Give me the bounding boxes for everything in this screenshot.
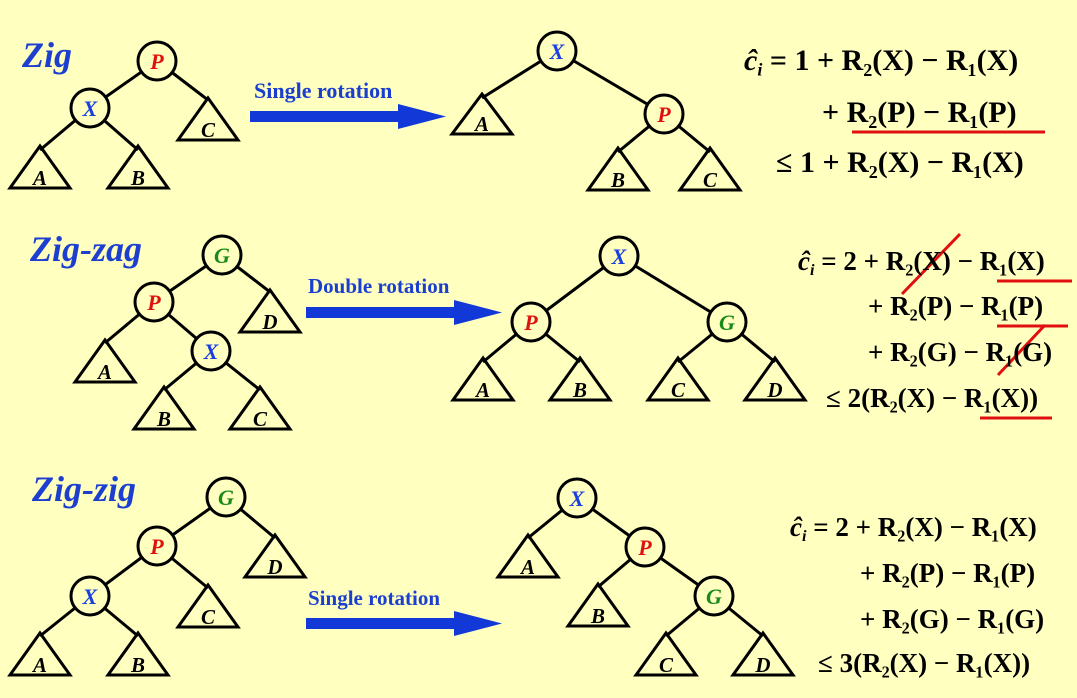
svg-text:A: A (474, 378, 490, 402)
svg-text:D: D (754, 653, 770, 677)
zigzig-arrow (306, 611, 502, 636)
svg-text:X: X (611, 244, 628, 269)
zigzig-equation-line-3: + R₂(G) − R₁(G) (860, 604, 1045, 634)
svg-text:B: B (610, 168, 625, 192)
zigzag-cancel-marks (900, 232, 1072, 420)
svg-text:P: P (523, 310, 538, 335)
zig-before-child-label: X (82, 96, 99, 121)
svg-text:G: G (706, 584, 722, 609)
svg-text:C: C (253, 407, 268, 431)
zig-arrow-label: Single rotation (254, 78, 393, 103)
svg-text:B: B (130, 653, 145, 677)
svg-text:A: A (31, 653, 47, 677)
zigzig-before-tree: G P X A B C D (7, 476, 308, 677)
zigzig-arrow-label: Single rotation (308, 586, 441, 610)
zig-after-tree: X P A B C (449, 30, 743, 192)
svg-text:B: B (572, 378, 587, 402)
zigzag-title: Zig-zag (30, 229, 142, 269)
zigzag-before-tree: G P X A B C D (72, 234, 303, 431)
svg-text:G: G (214, 243, 230, 268)
svg-text:P: P (146, 290, 161, 315)
zigzag-after-tree: X P G A B C D (450, 235, 808, 402)
svg-text:X: X (82, 584, 99, 609)
svg-text:P: P (149, 534, 164, 559)
zig-arrow (250, 104, 446, 129)
svg-text:P: P (637, 535, 652, 560)
svg-text:X: X (549, 39, 566, 64)
zigzag-arrow-label: Double rotation (308, 274, 450, 298)
svg-text:X: X (569, 486, 586, 511)
zig-title: Zig (22, 35, 72, 75)
svg-text:C: C (201, 605, 216, 629)
zigzig-after-tree: X P G A B C D (495, 477, 796, 677)
svg-text:A: A (96, 360, 112, 384)
svg-text:C: C (201, 118, 216, 142)
svg-text:X: X (203, 339, 220, 364)
zig-equation-line-3: ≤ 1 + R₂(X) − R₁(X) (776, 146, 1024, 179)
zigzag-equation-line-3: + R₂(G) − R₁(G) (868, 337, 1053, 367)
zigzig-equation-line-2: + R₂(P) − R₁(P) (860, 558, 1036, 588)
svg-text:P: P (656, 102, 671, 127)
svg-text:A: A (473, 112, 489, 136)
zigzig-equation-line-4: ≤ 3(R₂(X) − R₁(X)) (818, 648, 1031, 678)
svg-text:A: A (519, 555, 535, 579)
zig-equation-line-2: + R₂(P) − R₁(P) (822, 96, 1017, 129)
zigzag-arrow (306, 300, 502, 325)
zig-equation-line-1: ĉi = 1 + R₂(X) − R₁(X) (744, 44, 1019, 80)
zig-before-root-label: P (149, 49, 164, 74)
zigzag-equation-line-1: ĉi = 2 + R₂(X) − R₁(X) (798, 246, 1045, 279)
zigzag-equation-line-4: ≤ 2(R₂(X) − R₁(X)) (826, 383, 1039, 413)
zigzig-equation-line-1: ĉi = 2 + R₂(X) − R₁(X) (790, 512, 1037, 545)
svg-text:D: D (766, 378, 782, 402)
svg-text:C: C (703, 168, 718, 192)
svg-text:B: B (156, 407, 171, 431)
zigzig-title: Zig-zig (32, 469, 136, 509)
svg-text:G: G (719, 310, 735, 335)
zigzag-equation-line-2: + R₂(P) − R₁(P) (868, 291, 1044, 321)
svg-text:C: C (671, 378, 686, 402)
svg-text:G: G (218, 485, 234, 510)
svg-text:A: A (31, 166, 47, 190)
svg-text:B: B (130, 166, 145, 190)
zig-before-tree: P X A B C (7, 40, 241, 190)
svg-text:D: D (261, 310, 277, 334)
svg-text:B: B (590, 604, 605, 628)
svg-text:D: D (266, 555, 282, 579)
svg-text:C: C (659, 653, 674, 677)
